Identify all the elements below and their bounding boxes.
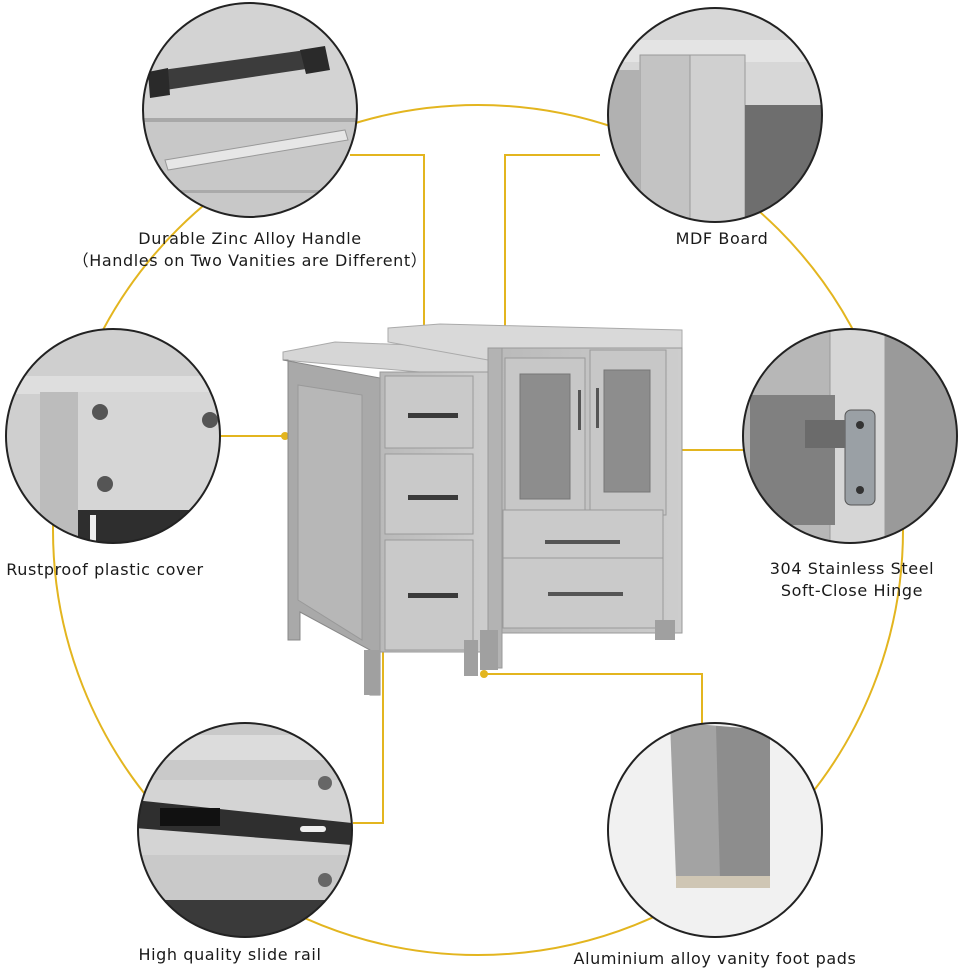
- foot-pad-detail-icon: [608, 723, 822, 937]
- board-feature-label: MDF Board: [622, 228, 822, 250]
- hinge-feature-label: 304 Stainless Steel Soft-Close Hinge: [752, 558, 952, 602]
- vanity-cabinet: [282, 323, 683, 696]
- hinge-feature-title: 304 Stainless Steel: [769, 559, 935, 578]
- cover-feature-label: Rustproof plastic cover: [0, 559, 210, 581]
- board-feature-title: MDF Board: [675, 229, 769, 248]
- rail-feature-title: High quality slide rail: [138, 945, 322, 964]
- handle-feature-title: Durable Zinc Alloy Handle: [138, 229, 362, 248]
- foot-feature-label: Aluminium alloy vanity foot pads: [560, 948, 870, 970]
- slide-rail-detail-icon: [138, 723, 352, 937]
- handle-feature-label: Durable Zinc Alloy Handle （Handles on Tw…: [40, 228, 460, 272]
- handle-feature-note: （Handles on Two Vanities are Different）: [72, 251, 428, 270]
- handle-detail-icon: [143, 3, 357, 217]
- rail-feature-label: High quality slide rail: [110, 944, 350, 966]
- hinge-feature-subtitle: Soft-Close Hinge: [780, 581, 924, 600]
- screw-cover-detail-icon: [6, 329, 220, 543]
- hinge-detail-icon: [743, 329, 957, 543]
- cover-feature-title: Rustproof plastic cover: [6, 560, 204, 579]
- board-edge-detail-icon: [608, 8, 822, 222]
- foot-feature-title: Aluminium alloy vanity foot pads: [573, 949, 857, 968]
